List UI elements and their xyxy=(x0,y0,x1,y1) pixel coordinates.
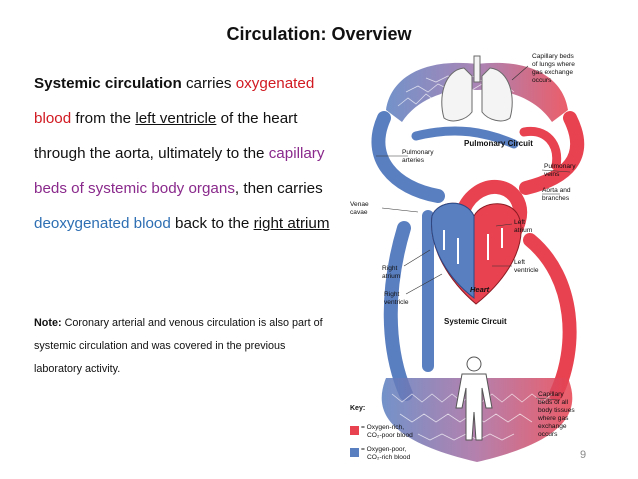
lungs xyxy=(441,55,513,122)
key-swatch-oxygen-rich xyxy=(350,426,359,435)
heart-label: Heart xyxy=(470,285,490,294)
diagram-key: Key: = Oxygen-rich, CO₂-poor blood = Oxy… xyxy=(350,405,413,461)
label-left-atrium: Left atrium xyxy=(514,219,533,234)
note-label: Note: xyxy=(34,317,62,329)
label-left-ventricle: Left ventricle xyxy=(514,259,539,274)
term-oxygenated-blood: oxygenated blood xyxy=(34,75,315,127)
term-right-atrium: right atrium xyxy=(253,215,330,232)
key-label-oxygen-rich: = Oxygen-rich, CO₂-poor blood xyxy=(361,424,413,439)
slide-title: Circulation: Overview xyxy=(226,24,412,44)
label-capillary-body: Capillary beds of all body tissues where… xyxy=(537,391,577,438)
label-pulmonary-arteries: Pulmonary arteries xyxy=(402,149,435,164)
pulmonary-circuit-vessels xyxy=(371,111,585,203)
paragraph-text: from the xyxy=(71,110,136,127)
label-right-ventricle: Right ventricle xyxy=(384,291,409,306)
label-pulmonary-veins: Pulmonary veins xyxy=(544,163,577,178)
term-systemic-circulation: Systemic circulation xyxy=(34,75,182,92)
label-leader-lines xyxy=(376,65,571,401)
term-left-ventricle: left ventricle xyxy=(135,110,217,127)
systemic-circuit-label: Systemic Circuit xyxy=(444,317,507,326)
label-aorta-branches: Aorta and branches xyxy=(542,187,572,202)
key-title: Key: xyxy=(350,405,365,412)
note-body: Coronary arterial and venous circulation… xyxy=(34,317,323,375)
label-venae-cavae: Venae cavae xyxy=(350,201,371,216)
heart xyxy=(431,202,522,305)
circulation-diagram-svg: Pulmonary Circuit Systemic Circuit Heart… xyxy=(350,53,585,462)
term-deoxygenated-blood: deoxygenated blood xyxy=(34,215,171,232)
human-figure xyxy=(455,356,493,441)
systemic-circulation-paragraph: Systemic circulation carries oxygenated … xyxy=(34,66,334,241)
pulmonary-circuit-label: Pulmonary Circuit xyxy=(464,139,533,148)
paragraph-text: back to the xyxy=(170,215,254,232)
key-swatch-oxygen-poor xyxy=(350,448,359,457)
circulation-diagram: Pulmonary Circuit Systemic Circuit Heart… xyxy=(346,48,608,472)
term-capillary-beds: capillary beds of systemic body organs xyxy=(34,145,325,197)
key-label-oxygen-poor: = Oxygen-poor, CO₂-rich blood xyxy=(361,446,411,461)
note-paragraph: Note: Coronary arterial and venous circu… xyxy=(34,312,324,381)
page-number: 9 xyxy=(580,449,587,461)
paragraph-text: carries xyxy=(181,75,236,92)
label-right-atrium: Right atrium xyxy=(382,265,401,280)
label-capillary-lungs: Capillary beds of lungs where gas exchan… xyxy=(532,53,577,84)
paragraph-text: , then carries xyxy=(234,180,323,197)
paragraph-text: of the heart through the aorta, ultimate… xyxy=(34,110,298,162)
